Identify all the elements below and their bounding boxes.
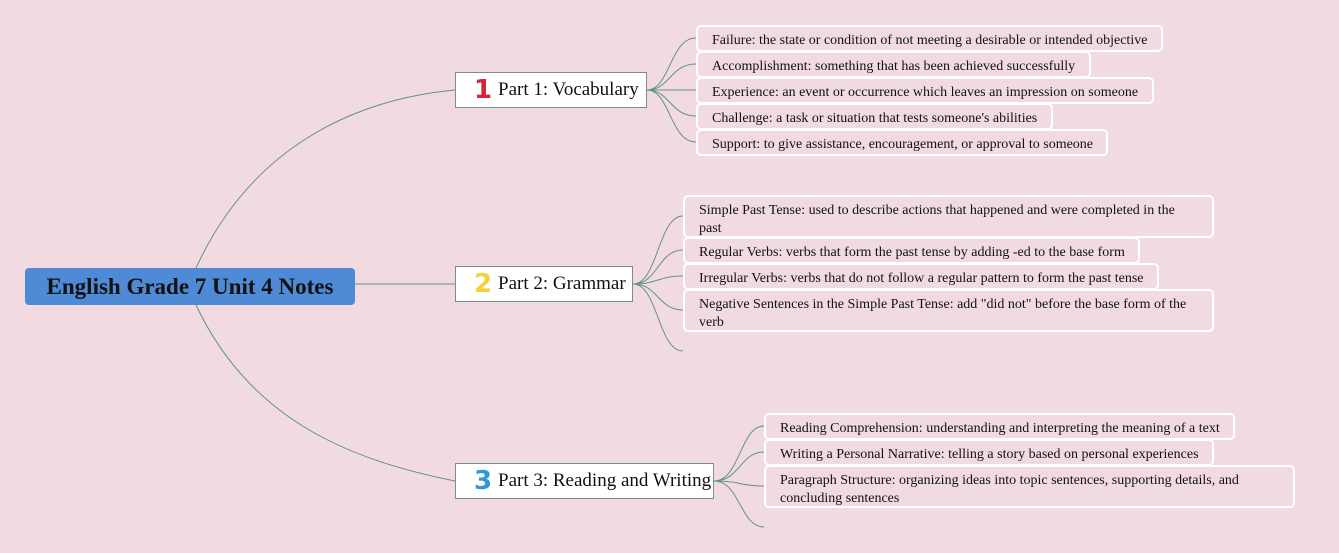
topic-part-1-label: Part 1: Vocabulary	[498, 79, 639, 100]
topic-part-1[interactable]: 1 Part 1: Vocabulary	[455, 72, 647, 108]
subtopic-label: Simple Past Tense: used to describe acti…	[699, 203, 1175, 236]
subtopic-label: Support: to give assistance, encourageme…	[712, 137, 1094, 152]
subtopic-label: Challenge: a task or situation that test…	[712, 111, 1038, 126]
number-3-icon: 3	[473, 466, 493, 496]
connector-part1-item4	[646, 89, 697, 117]
subtopic-paragraph-structure[interactable]: Paragraph Structure: organizing ideas in…	[764, 465, 1295, 508]
connector-part3-extra	[713, 480, 765, 528]
subtopic-label: Paragraph Structure: organizing ideas in…	[780, 473, 1239, 506]
topic-part-2-label: Part 2: Grammar	[498, 273, 626, 294]
connector-root-part1	[195, 89, 456, 269]
topic-part-3-label: Part 3: Reading and Writing	[498, 470, 712, 491]
subtopic-accomplishment[interactable]: Accomplishment: something that has been …	[696, 51, 1091, 78]
topic-part-2[interactable]: 2 Part 2: Grammar	[455, 266, 633, 302]
topic-part-3[interactable]: 3 Part 3: Reading and Writing	[455, 463, 714, 499]
subtopic-label: Regular Verbs: verbs that form the past …	[699, 245, 1125, 260]
connector-part2-extra	[632, 283, 684, 352]
subtopic-failure[interactable]: Failure: the state or condition of not m…	[696, 25, 1163, 52]
subtopic-label: Experience: an event or occurrence which…	[712, 85, 1139, 100]
root-topic-label: English Grade 7 Unit 4 Notes	[46, 273, 334, 299]
root-topic[interactable]: English Grade 7 Unit 4 Notes	[25, 268, 355, 305]
connector-part3-item1	[713, 425, 765, 482]
connector-part1-item1	[646, 37, 697, 91]
subtopic-challenge[interactable]: Challenge: a task or situation that test…	[696, 103, 1053, 130]
subtopic-negative-sentences[interactable]: Negative Sentences in the Simple Past Te…	[683, 289, 1214, 332]
subtopic-label: Irregular Verbs: verbs that do not follo…	[699, 271, 1144, 286]
connector-part2-item1	[632, 215, 684, 285]
subtopic-simple-past-tense[interactable]: Simple Past Tense: used to describe acti…	[683, 195, 1214, 238]
subtopic-support[interactable]: Support: to give assistance, encourageme…	[696, 129, 1108, 156]
connector-part2-item2	[632, 249, 684, 285]
connector-part3-item3	[713, 480, 765, 487]
subtopic-experience[interactable]: Experience: an event or occurrence which…	[696, 77, 1154, 104]
connector-part1-item2	[646, 63, 697, 91]
subtopic-personal-narrative[interactable]: Writing a Personal Narrative: telling a …	[764, 439, 1214, 466]
subtopic-regular-verbs[interactable]: Regular Verbs: verbs that form the past …	[683, 237, 1140, 264]
connector-part1-item5	[646, 89, 697, 143]
subtopic-label: Negative Sentences in the Simple Past Te…	[699, 297, 1187, 330]
number-1-icon: 1	[473, 75, 493, 105]
subtopic-label: Failure: the state or condition of not m…	[712, 33, 1148, 48]
connector-part2-item3	[632, 275, 684, 285]
subtopic-label: Writing a Personal Narrative: telling a …	[780, 447, 1199, 462]
subtopic-label: Reading Comprehension: understanding and…	[780, 421, 1220, 436]
connector-part2-item4	[632, 283, 684, 311]
subtopic-reading-comprehension[interactable]: Reading Comprehension: understanding and…	[764, 413, 1235, 440]
subtopic-irregular-verbs[interactable]: Irregular Verbs: verbs that do not follo…	[683, 263, 1159, 290]
subtopic-label: Accomplishment: something that has been …	[712, 59, 1076, 74]
connector-part3-item2	[713, 451, 765, 482]
connector-root-part3	[195, 304, 456, 482]
number-2-icon: 2	[473, 269, 493, 299]
